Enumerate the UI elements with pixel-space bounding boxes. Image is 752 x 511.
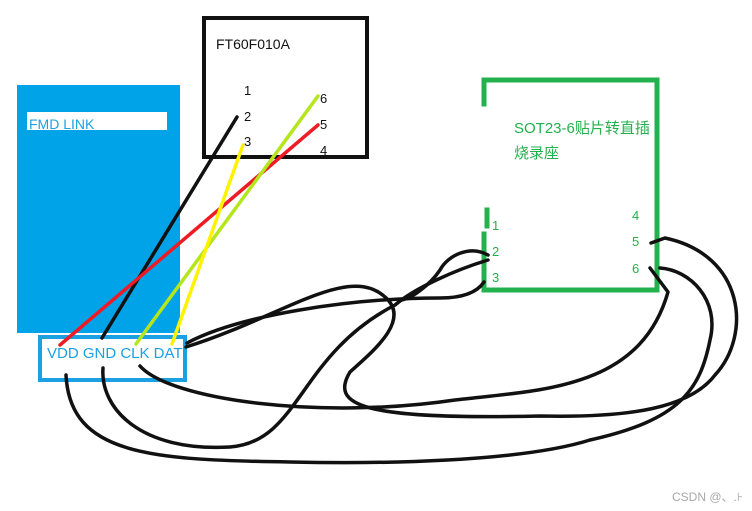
wire-vdd-to-ft60-pin5: [58, 123, 320, 347]
socket-pin-5: 5: [632, 234, 640, 249]
socket-outline: [481, 77, 660, 293]
csdn-watermark: CSDN @、.⊦: [672, 490, 744, 504]
wire-dat-to-socket-pin5: [184, 236, 739, 419]
ft60-pin-4: 4: [320, 143, 328, 158]
ft60-pin-1: 1: [244, 83, 252, 98]
ft60f010a-title: FT60F010A: [216, 36, 290, 52]
fmd-link-label-box: [27, 112, 167, 130]
ft60-pin-6: 6: [320, 91, 328, 106]
ft60-pin-3: 3: [244, 134, 252, 149]
socket-pin-4: 4: [632, 208, 640, 223]
socket-title-line2: 烧录座: [514, 145, 560, 162]
fmd-link-label: FMD LINK: [29, 116, 95, 132]
socket-outline-top-right: [481, 77, 660, 293]
socket-title-line1: SOT23-6贴片转直插: [514, 120, 650, 137]
wire-dat-to-socket-pin3: [185, 280, 486, 345]
wire-gnd-to-socket-pin2: [101, 258, 490, 450]
fmd-link-pin-labels: VDD GND CLK DAT: [47, 345, 183, 362]
socket-pin-1: 1: [492, 218, 500, 233]
ft60-pin-2: 2: [244, 109, 252, 124]
ft60f010a-chip: [202, 16, 369, 159]
wire-vdd-to-socket: [64, 266, 714, 465]
wire-clk-to-socket-pin6: [138, 266, 670, 410]
wire-socket-pin2-loop: [398, 249, 490, 302]
wire-gnd-to-ft60-pin2: [100, 115, 239, 340]
socket-pin-2: 2: [492, 244, 500, 259]
socket-pin-6: 6: [632, 261, 640, 276]
wire-clk-to-ft60-pin6: [134, 94, 320, 346]
ft60-pin-5: 5: [320, 117, 328, 132]
socket-pin-3: 3: [492, 270, 500, 285]
socket-outline-bottom-left: [481, 231, 636, 293]
wire-dat-to-ft60-pin3: [170, 143, 245, 346]
